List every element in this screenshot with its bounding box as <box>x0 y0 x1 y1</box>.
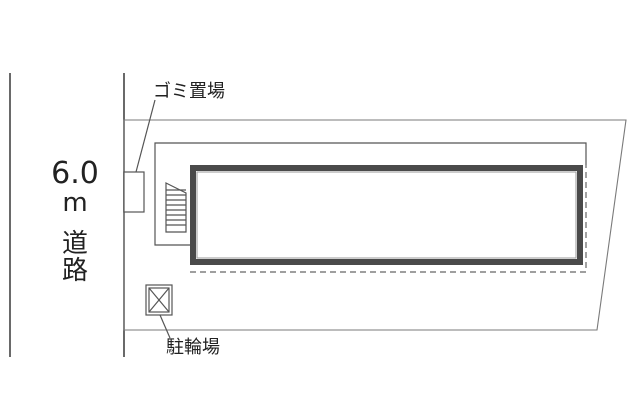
bicycle-parking-cross <box>148 287 170 313</box>
stair-symbol <box>165 182 187 233</box>
lot-boundary <box>123 119 627 331</box>
bicycle-parking-box <box>145 284 173 316</box>
bicycle-parking-label: 駐輪場 <box>166 337 220 358</box>
road-width-value: 6.0 <box>51 156 99 191</box>
garbage-area-label: ゴミ置場 <box>153 81 225 102</box>
road-name-char-1: 道 <box>62 229 88 259</box>
inner-site-outline <box>154 142 587 246</box>
building-inner-outline <box>196 171 577 259</box>
garbage-area-leader <box>135 99 156 173</box>
road-name-char-2: 路 <box>62 256 88 286</box>
road-width-unit: m <box>62 188 87 218</box>
building-footprint <box>190 165 583 265</box>
bicycle-parking-leader <box>159 314 171 339</box>
bicycle-parking-inner-box <box>148 287 170 313</box>
garbage-area-box <box>123 171 145 213</box>
eave-dashed-line <box>190 165 587 273</box>
bicycle-parking-symbol <box>145 284 173 316</box>
